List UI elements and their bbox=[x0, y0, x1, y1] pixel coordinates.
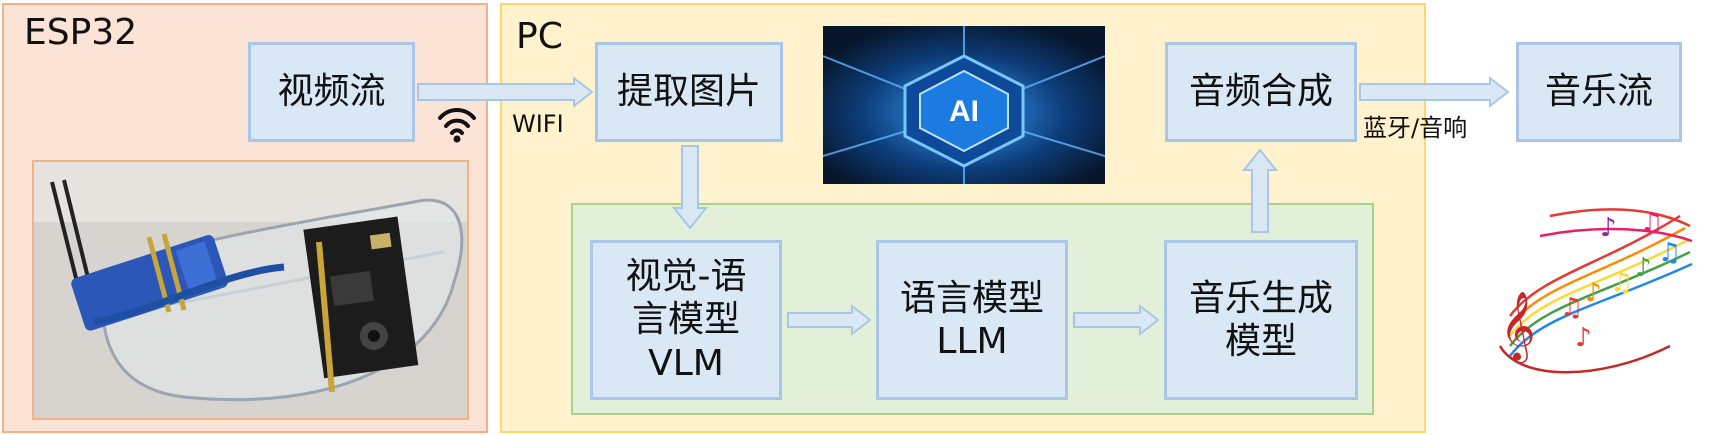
esp32-title: ESP32 bbox=[24, 12, 138, 53]
extract-image-label: 提取图片 bbox=[616, 71, 761, 113]
vlm-line-3: VLM bbox=[648, 342, 724, 384]
bluetooth-label: 蓝牙/音响 bbox=[1363, 114, 1468, 142]
music-note-icon: ♫ bbox=[1640, 208, 1663, 238]
extract-image-box: 提取图片 bbox=[595, 42, 783, 142]
music-stream-box: 音乐流 bbox=[1516, 42, 1682, 142]
vlm-box: 视觉-语 言模型 VLM bbox=[590, 240, 782, 400]
audio-synthesis-label: 音频合成 bbox=[1188, 71, 1333, 113]
music-note-icon: ♫ bbox=[1560, 293, 1583, 323]
vlm-line-2: 言模型 bbox=[631, 299, 740, 341]
arrow-llm-to-musicgen bbox=[1073, 303, 1160, 337]
music-gen-box: 音乐生成 模型 bbox=[1164, 240, 1358, 400]
audio-synthesis-box: 音频合成 bbox=[1165, 42, 1357, 142]
music-note-icon: ♫ bbox=[1658, 238, 1681, 268]
music-note-icon: ♪ bbox=[1600, 213, 1617, 243]
arrow-audio-to-musicstream bbox=[1359, 75, 1510, 109]
llm-box: 语言模型 LLM bbox=[876, 240, 1068, 400]
wifi-icon bbox=[438, 107, 476, 135]
llm-line-1: 语言模型 bbox=[899, 277, 1044, 319]
music-gen-line-2: 模型 bbox=[1224, 321, 1297, 362]
video-stream-box: 视频流 bbox=[248, 42, 415, 142]
music-gen-line-1: 音乐生成 bbox=[1188, 277, 1333, 319]
video-stream-label: 视频流 bbox=[277, 71, 386, 113]
arrow-extract-to-vlm bbox=[671, 145, 709, 230]
arrow-vlm-to-llm bbox=[787, 303, 872, 337]
treble-clef-icon: 𝄞 bbox=[1500, 291, 1535, 363]
arrow-musicgen-to-audio bbox=[1241, 148, 1279, 233]
music-stream-label: 音乐流 bbox=[1544, 71, 1653, 113]
music-notes-illustration: 𝄞 ♫ ♪ ♫ ♪ ♫ ♪ ♫ ♪ bbox=[1480, 196, 1700, 382]
ai-chip-image: AI bbox=[823, 26, 1105, 184]
arrow-video-to-extract bbox=[417, 75, 594, 109]
music-note-icon: ♪ bbox=[1585, 278, 1602, 308]
llm-line-2: LLM bbox=[936, 321, 1008, 362]
esp32-glasses-photo bbox=[32, 160, 469, 420]
vlm-line-1: 视觉-语 bbox=[625, 256, 747, 298]
ai-chip-text: AI bbox=[949, 95, 979, 128]
music-note-icon: ♪ bbox=[1575, 323, 1592, 353]
music-note-icon: ♪ bbox=[1635, 253, 1652, 283]
music-note-icon: ♫ bbox=[1610, 268, 1633, 298]
pc-title: PC bbox=[516, 16, 563, 57]
wifi-label: WIFI bbox=[512, 110, 564, 138]
